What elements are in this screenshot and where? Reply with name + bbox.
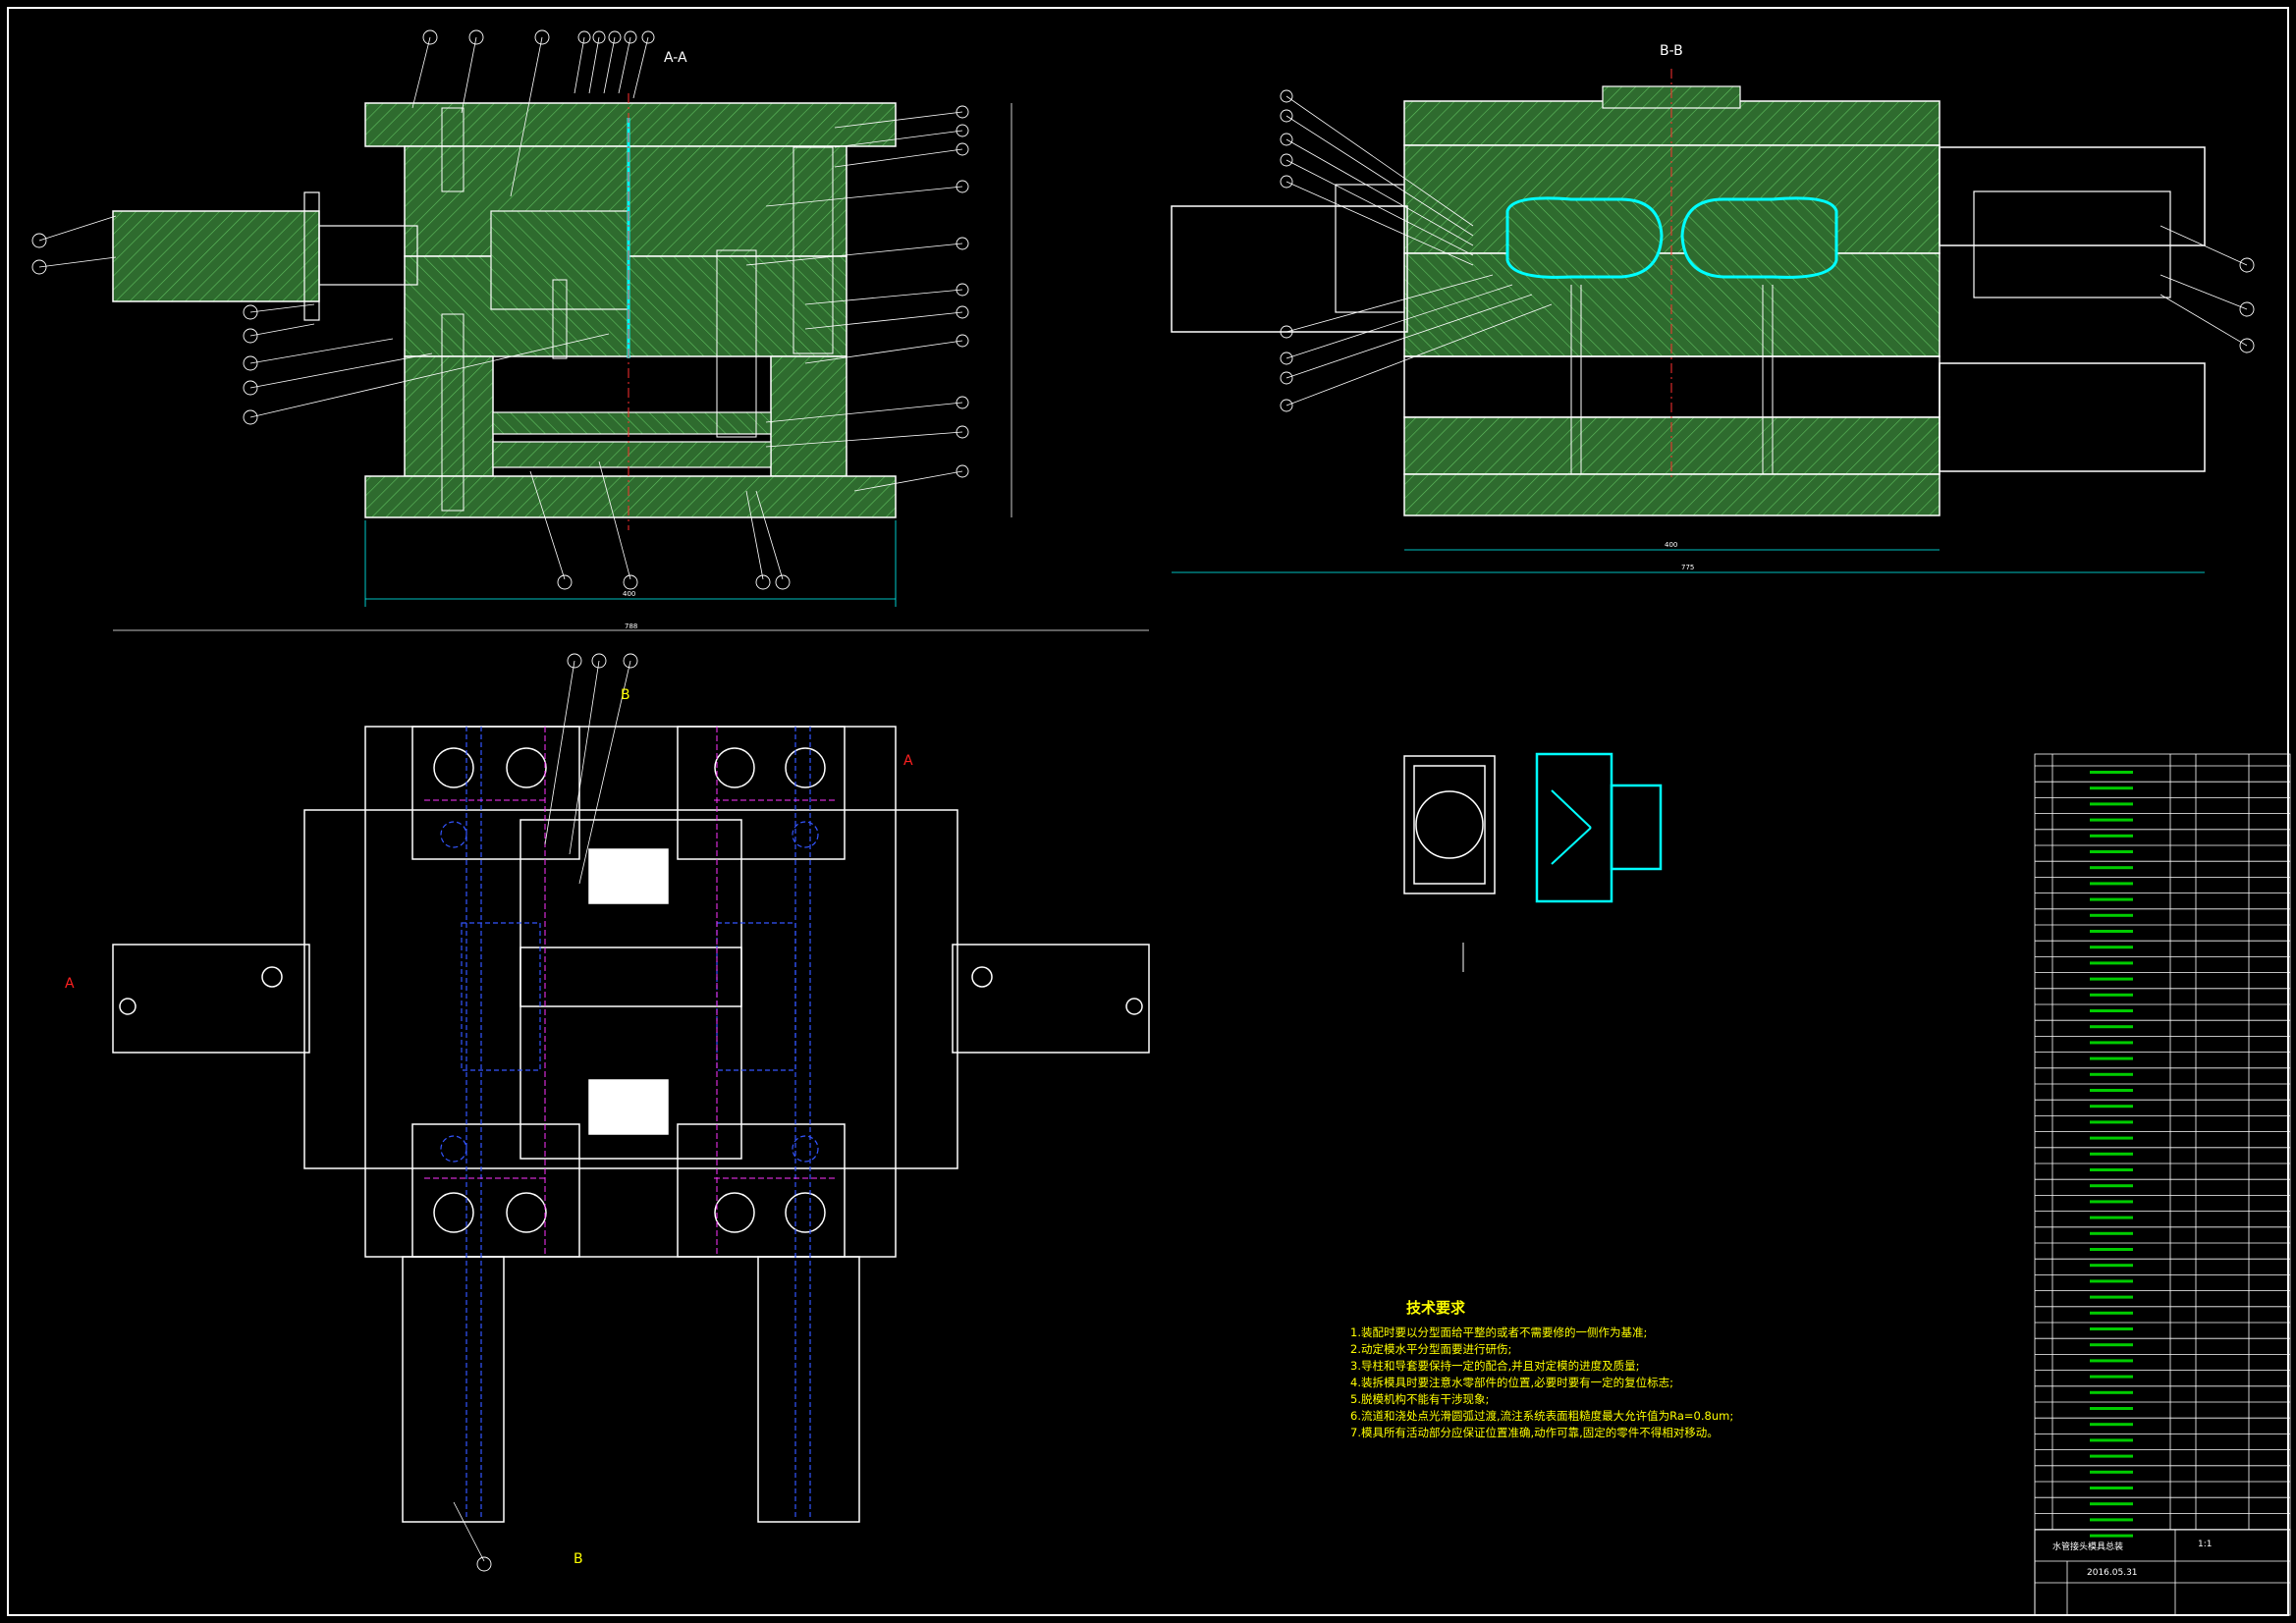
- bom-row-entry: [2090, 866, 2133, 870]
- bom-row-entry: [2090, 834, 2133, 838]
- bom-row-entry: [2090, 961, 2133, 965]
- section-marker-b-bottom: B: [574, 1551, 583, 1567]
- aa-section-label: A-A: [664, 50, 687, 66]
- section-marker-b-top: B: [621, 687, 630, 703]
- bom-row-entry: [2090, 1089, 2133, 1092]
- bom-row-entry: [2090, 1502, 2133, 1506]
- part-views: [1403, 752, 1663, 972]
- plan-view: 788: [65, 622, 1150, 1572]
- bom-row-entry: [2090, 771, 2133, 774]
- drawing-date: 2016.05.31: [2087, 1568, 2138, 1578]
- bom-row-entry: [2090, 882, 2133, 886]
- bom-row-entry: [2090, 818, 2133, 822]
- section-marker-a-left: A: [65, 976, 75, 992]
- bom-row-entry: [2090, 1295, 2133, 1299]
- bom-row-entry: [2090, 930, 2133, 933]
- tech-req-line: 6.流道和浇处点光滑圆弧过渡,流注系统表面粗糙度最大允许值为Ra=0.8um;: [1350, 1409, 1733, 1423]
- tech-req-line: 4.装拆模具时要注意水零部件的位置,必要时要有一定的复位标志;: [1350, 1376, 1673, 1389]
- bom-row-entry: [2090, 1009, 2133, 1012]
- bill-of-materials: [2034, 753, 2291, 1538]
- bom-row-entry: [2090, 1454, 2133, 1458]
- bom-row-entry: [2090, 977, 2133, 981]
- bom-row-entry: [2090, 1423, 2133, 1427]
- bom-row-entry: [2090, 1120, 2133, 1124]
- drawing-scale: 1:1: [2198, 1540, 2212, 1549]
- bom-row-entry: [2090, 1359, 2133, 1363]
- bom-row-entry: [2090, 786, 2133, 790]
- bom-row-entry: [2090, 1264, 2133, 1268]
- bom-row-entry: [2090, 1407, 2133, 1410]
- bom-row-entry: [2090, 913, 2133, 917]
- section-marker-a-right: A: [903, 753, 913, 769]
- title-block: 水管接头模具总装 1:1 2016.05.31: [2034, 1529, 2291, 1616]
- bb-width-dimension-2: 775: [1681, 564, 1694, 571]
- bom-row-entry: [2090, 1343, 2133, 1347]
- tech-req-line: 7.模具所有活动部分应保证位置准确,动作可靠,固定的零件不得相对移动。: [1350, 1426, 1719, 1439]
- drawing-title: 水管接头模具总装: [2052, 1541, 2123, 1552]
- bom-row-entry: [2090, 1025, 2133, 1029]
- bom-row-entry: [2090, 1184, 2133, 1188]
- aa-width-dimension: 400: [623, 590, 635, 598]
- bom-row-entry: [2090, 1216, 2133, 1219]
- sheet-border: [7, 7, 2289, 1616]
- bom-row-entry: [2090, 897, 2133, 901]
- tech-req-line: 3.导柱和导套要保持一定的配合,并且对定模的进度及质量;: [1350, 1359, 1640, 1373]
- bom-row-entry: [2090, 1375, 2133, 1379]
- bom-row-entry: [2090, 1534, 2133, 1538]
- bom-row-entry: [2090, 1518, 2133, 1522]
- bom-row-entry: [2090, 993, 2133, 997]
- bom-row-entry: [2090, 1279, 2133, 1283]
- bom-row-entry: [2090, 1041, 2133, 1045]
- bom-row-entry: [2090, 1231, 2133, 1235]
- bom-row-entry: [2090, 1056, 2133, 1060]
- bom-row-entry: [2090, 1072, 2133, 1076]
- tech-req-line: 2.动定模水平分型面要进行研伤;: [1350, 1342, 1511, 1356]
- tech-requirements-title: 技术要求: [1406, 1299, 1466, 1317]
- bom-row-entry: [2090, 946, 2133, 949]
- tech-req-line: 1.装配时要以分型面给平整的或者不需要修的一侧作为基准;: [1350, 1325, 1647, 1339]
- bom-row-entry: [2090, 1327, 2133, 1330]
- bom-row-entry: [2090, 1105, 2133, 1109]
- section-bb-view: B-B 400 775: [1171, 43, 2255, 573]
- bb-width-dimension-1: 400: [1665, 541, 1677, 549]
- bb-section-label: B-B: [1660, 43, 1683, 59]
- bom-row-entry: [2090, 1390, 2133, 1394]
- bom-row-entry: [2090, 1248, 2133, 1251]
- bom-row-entry: [2090, 1487, 2133, 1489]
- bom-row-entry: [2090, 850, 2133, 853]
- tech-req-line: 5.脱模机构不能有干涉现象;: [1350, 1392, 1489, 1406]
- bom-row-entry: [2090, 1152, 2133, 1156]
- section-aa-view: A-A 400: [31, 29, 1012, 607]
- bom-row-entry: [2090, 802, 2133, 806]
- bom-row-entry: [2090, 1168, 2133, 1171]
- bom-row-entry: [2090, 1470, 2133, 1474]
- bom-row-entry: [2090, 1200, 2133, 1204]
- bom-row-entry: [2090, 1136, 2133, 1140]
- bom-row-entry: [2090, 1311, 2133, 1315]
- bom-row-entry: [2090, 1438, 2133, 1442]
- tech-requirements: 技术要求 1.装配时要以分型面给平整的或者不需要修的一侧作为基准; 2.动定模水…: [1350, 1299, 1733, 1439]
- plan-width-dimension: 788: [625, 622, 637, 630]
